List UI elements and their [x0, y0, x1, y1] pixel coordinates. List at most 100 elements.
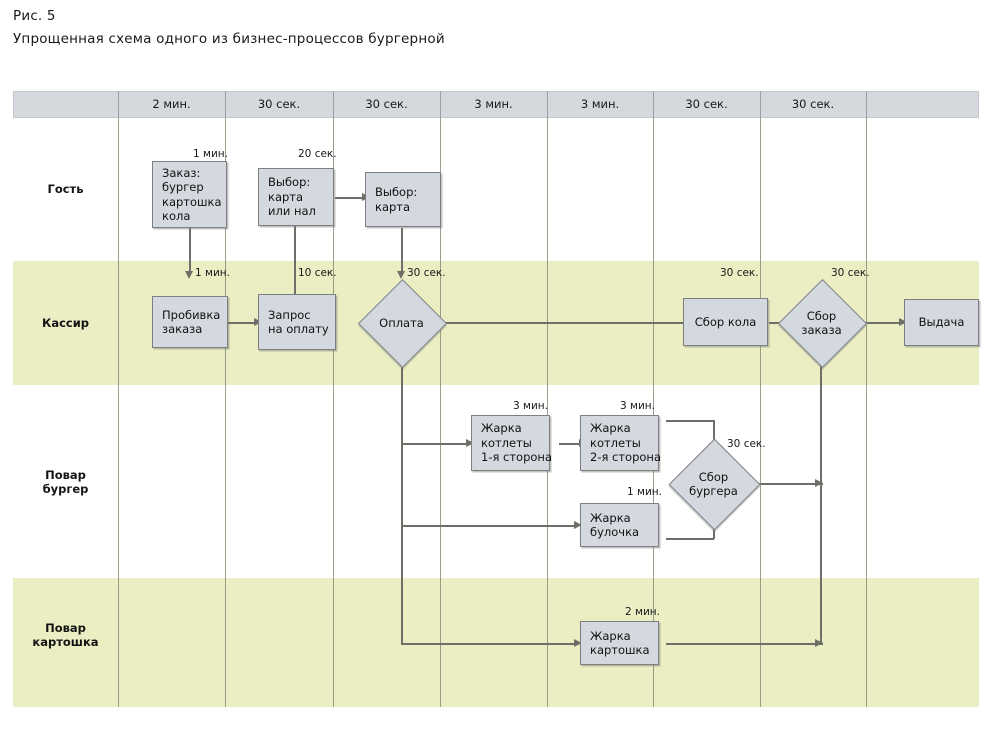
node-fry-fries[interactable]: Жарка картошка — [580, 621, 659, 665]
column-rule — [333, 118, 334, 707]
node-line: карта — [375, 199, 411, 214]
column-rule — [547, 118, 548, 707]
header-separator — [653, 91, 654, 118]
node-line: бургер — [162, 180, 204, 194]
node-handout[interactable]: Выдача — [904, 299, 979, 346]
diamond-text: Сбор бургера — [682, 452, 745, 515]
edge-trunk-to-bun — [401, 525, 576, 527]
lane-label-guest: Гость — [47, 182, 84, 196]
node-payment-choice[interactable]: Выбор: карта или нал — [258, 168, 334, 226]
node-line: Заказ: — [162, 165, 201, 180]
column-rule — [225, 118, 226, 707]
node-toast-bun[interactable]: Жарка булочка — [580, 503, 659, 547]
node-line: Выбор: — [268, 175, 311, 190]
header-separator — [333, 91, 334, 118]
node-line: Сбор — [806, 308, 837, 323]
edge-trunk-to-fries — [401, 643, 576, 645]
node-fry-patty-side1[interactable]: Жарка котлеты 1-я сторона — [471, 415, 552, 471]
duration-label-n11: 3 мин. — [620, 400, 655, 412]
edge-patty2-to-assembly — [666, 420, 714, 422]
node-punch-order[interactable]: Пробивка заказа — [152, 296, 228, 348]
node-line: на оплату — [268, 322, 329, 336]
edge-collector-to-order — [820, 359, 822, 644]
node-payment-request[interactable]: Запрос на оплату — [258, 294, 336, 350]
duration-label-n12: 1 мин. — [627, 486, 662, 498]
header-cell-0 — [13, 91, 118, 118]
node-line: Жарка — [481, 421, 522, 436]
node-line: картошка — [590, 643, 650, 657]
node-collect-cola[interactable]: Сбор кола — [683, 298, 768, 346]
node-line: Сбор кола — [694, 314, 757, 329]
node-line: котлеты — [590, 435, 641, 450]
header-separator — [440, 91, 441, 118]
node-line: 1-я сторона — [481, 450, 552, 465]
header-cell-4: 3 мин. — [474, 97, 513, 111]
node-line: котлеты — [481, 435, 532, 450]
node-line: Оплата — [379, 315, 424, 330]
header-cell-5: 3 мин. — [580, 97, 620, 111]
node-payment-decision[interactable]: Оплата — [357, 278, 448, 369]
edge-card-to-payment — [401, 228, 403, 273]
timeline-header — [13, 91, 979, 118]
header-separator — [225, 91, 226, 118]
arrowhead-down — [185, 271, 193, 279]
node-line: Выбор: — [375, 185, 418, 199]
edge-patty2-to-assembly — [713, 420, 715, 446]
header-cell-6: 30 сек. — [685, 97, 728, 111]
header-cell-7: 30 сек. — [791, 97, 835, 111]
edge-punch-to-request — [227, 322, 257, 324]
edge-assembly-to-collector — [755, 483, 823, 485]
lane-label-cashier: Кассир — [41, 316, 90, 330]
edge-bun-to-assembly — [666, 538, 714, 540]
duration-label-n13: 30 сек. — [727, 438, 766, 450]
duration-label-n4: 1 мин. — [195, 267, 230, 279]
arrowhead-right — [899, 318, 907, 326]
node-line: 2-я сторона — [590, 450, 661, 465]
node-fry-patty-side2[interactable]: Жарка котлеты 2-я сторона — [580, 415, 661, 471]
node-line: Выдача — [918, 315, 965, 330]
duration-label-n5: 10 сек. — [298, 267, 337, 279]
lane-label-line: картошка — [32, 635, 99, 649]
figure-number: Рис. 5 — [13, 8, 56, 24]
duration-label-n6: 30 сек. — [407, 267, 446, 279]
header-cell-3: 30 сек. — [365, 97, 408, 111]
column-rule — [118, 118, 119, 707]
node-line: булочка — [590, 525, 640, 539]
arrowhead-right — [466, 439, 474, 447]
edge-patty1-to-patty2 — [559, 443, 583, 445]
header-separator — [866, 91, 867, 118]
node-card-chosen[interactable]: Выбор: карта — [365, 172, 441, 227]
arrowhead-right — [574, 639, 582, 647]
node-order[interactable]: Заказ: бургер картошка кола — [152, 161, 227, 228]
edge-choice-to-card — [335, 197, 365, 199]
header-separator — [118, 91, 119, 118]
edge-payment-to-cola — [443, 322, 696, 324]
node-line: Жарка — [590, 628, 631, 643]
node-line: карта — [268, 189, 304, 204]
arrowhead-right — [815, 639, 823, 647]
node-assemble-burger[interactable]: Сбор бургера — [668, 438, 761, 531]
duration-label-n10: 3 мин. — [513, 400, 548, 412]
edge-order-to-punch — [189, 228, 191, 273]
diamond-text: Оплата — [371, 292, 432, 353]
header-cell-2: 30 сек. — [257, 97, 301, 111]
edge-order-to-handout — [862, 322, 904, 324]
node-line: или нал — [268, 204, 316, 219]
duration-label-n2: 20 сек. — [298, 148, 337, 160]
arrowhead-right — [574, 521, 582, 529]
edge-payment-trunk — [401, 356, 403, 645]
node-line: Запрос — [268, 307, 311, 322]
column-rule — [653, 118, 654, 707]
lane-label-fries: Повар картошка — [13, 621, 118, 649]
node-collect-order[interactable]: Сбор заказа — [777, 278, 868, 369]
lane-label-burger: Повар бургер — [13, 468, 118, 496]
header-cell-8 — [866, 91, 979, 118]
node-line: картошка — [162, 194, 222, 209]
arrowhead-down — [397, 271, 405, 279]
node-line: Сбор — [698, 469, 729, 484]
column-rule — [866, 118, 867, 707]
swimlane-diagram: 2 мин. 30 сек. 30 сек. 3 мин. 3 мин. 30 … — [13, 91, 979, 707]
figure-caption: Упрощенная схема одного из бизнес-процес… — [13, 31, 445, 47]
arrowhead-right — [815, 479, 823, 487]
node-line: Пробивка — [162, 307, 221, 322]
